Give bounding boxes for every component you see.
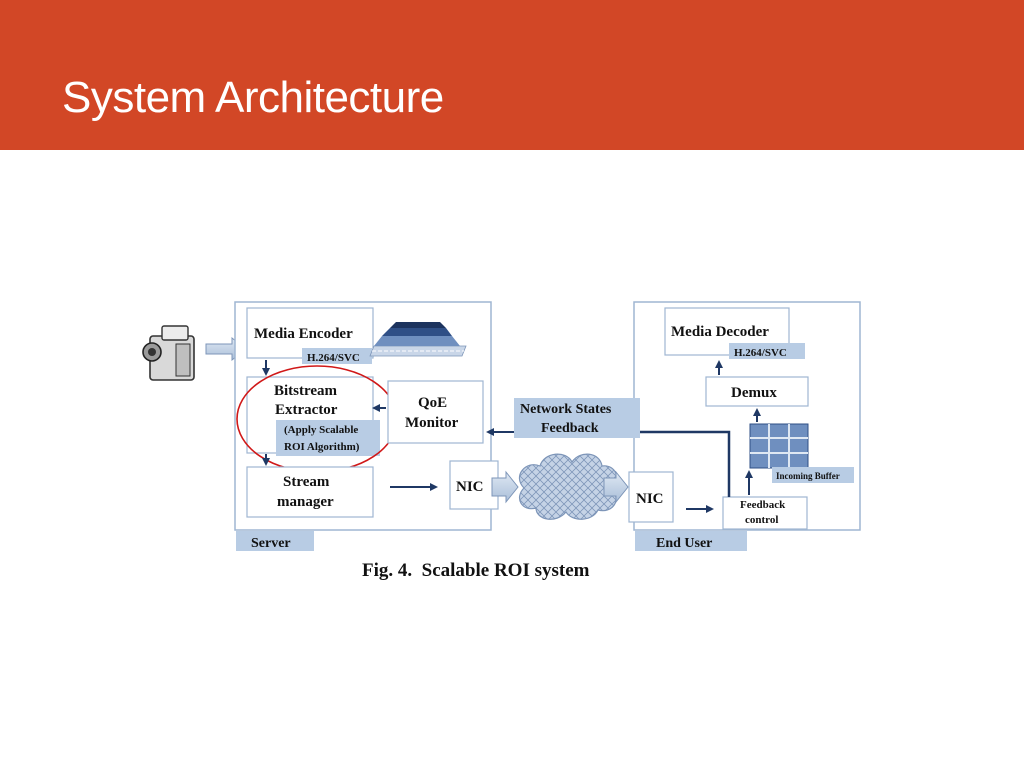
decoder-codec-box — [729, 343, 805, 359]
network-cloud — [518, 453, 618, 520]
apply-roi-box — [276, 420, 380, 456]
incoming-buffer-label: Incoming Buffer — [776, 471, 840, 481]
end-user-nic-box — [628, 471, 674, 523]
end-user-label: End User — [656, 536, 712, 551]
feedback-return-line — [640, 430, 731, 497]
cloud-to-nic-arrow — [603, 470, 629, 504]
feedback-control-label-1: Feedback — [740, 499, 786, 511]
network-feedback-box — [514, 398, 640, 438]
figure-caption: Fig. 4. Scalable ROI system — [362, 560, 590, 581]
qoe-monitor-label-1: QoE — [418, 395, 447, 411]
feedback-control-label-2: control — [745, 514, 778, 526]
feedback-control-box — [722, 496, 808, 530]
network-feedback-label-2: Feedback — [541, 421, 599, 436]
video-camera-icon — [142, 325, 195, 381]
incoming-buffer-box — [772, 467, 854, 483]
decoder-codec-label: H.264/SVC — [734, 347, 787, 359]
apply-roi-label-1: (Apply Scalable — [284, 424, 358, 436]
media-encoder-label: Media Encoder — [254, 326, 353, 342]
media-decoder-box — [664, 307, 790, 356]
nic-to-cloud-arrow — [491, 470, 519, 504]
bitstream-extractor-label-1: Bitstream — [274, 383, 338, 399]
qoe-monitor-box — [387, 380, 484, 444]
stream-manager-label-2: manager — [277, 494, 334, 510]
end-user-nic-label: NIC — [636, 491, 664, 507]
stream-manager-box — [246, 466, 374, 518]
demux-box — [705, 376, 809, 407]
server-label: Server — [251, 536, 291, 551]
incoming-buffer-grid — [749, 423, 809, 469]
slide-title: System Architecture — [62, 73, 444, 122]
demux-label: Demux — [731, 385, 777, 401]
title-bar: System Architecture — [0, 0, 1024, 150]
media-decoder-label: Media Decoder — [671, 324, 769, 340]
stream-manager-label-1: Stream — [283, 474, 330, 490]
encoder-codec-label: H.264/SVC — [307, 352, 360, 364]
server-nic-label: NIC — [456, 479, 484, 495]
server-nic-box — [449, 460, 499, 510]
qoe-monitor-label-2: Monitor — [405, 415, 459, 431]
server-label-box — [236, 531, 314, 551]
apply-roi-label-2: ROI Algorithm) — [284, 441, 360, 453]
svc-layers-icon — [369, 322, 467, 357]
bitstream-extractor-label-2: Extractor — [275, 402, 338, 418]
encoder-codec-box — [302, 348, 372, 364]
end-user-label-box — [635, 531, 747, 551]
network-feedback-label-1: Network States — [520, 402, 612, 417]
